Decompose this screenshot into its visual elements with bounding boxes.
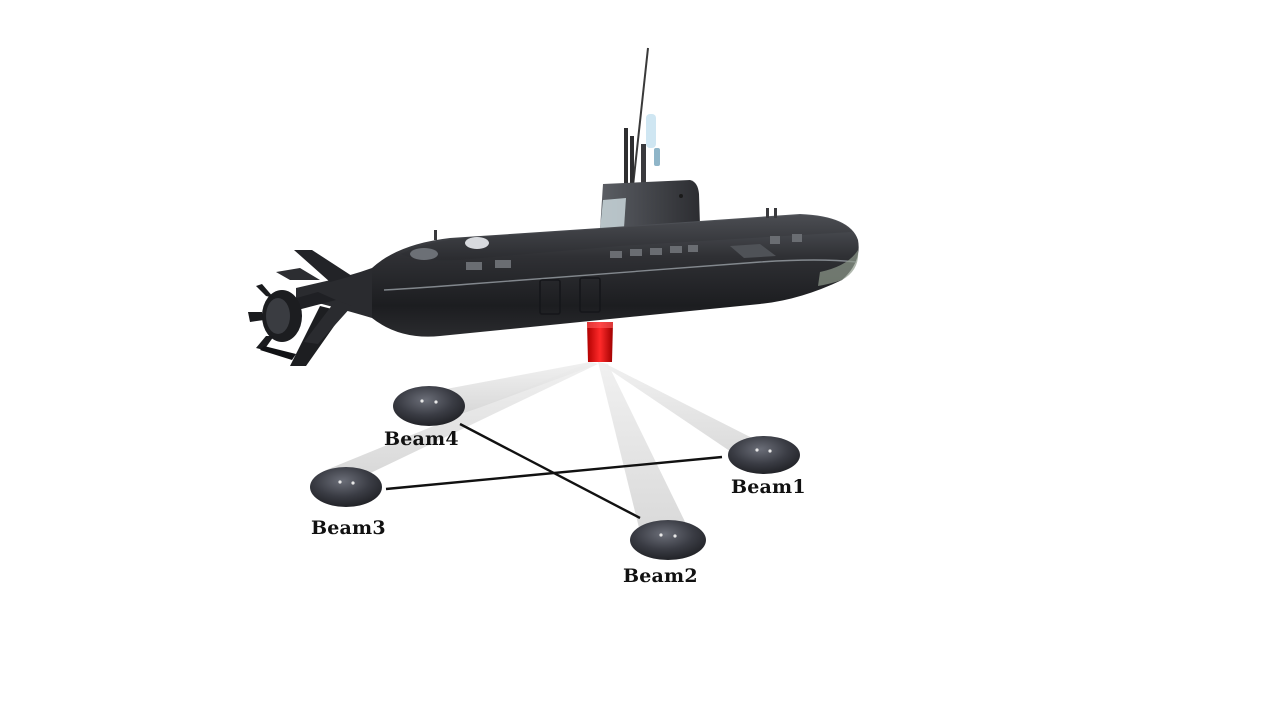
- beam1-footprint: [728, 436, 800, 474]
- connector-line-beam4-beam2: [460, 424, 640, 518]
- beam2-label: Beam2: [623, 565, 698, 587]
- beam2-footprint: [630, 520, 706, 560]
- beam-cones: [326, 362, 764, 540]
- dvl-transducer: [587, 322, 613, 362]
- beam4-label: Beam4: [384, 428, 459, 450]
- beam3-footprint: [310, 467, 382, 507]
- submarine: [248, 48, 859, 366]
- beam-cone-3: [326, 362, 598, 478]
- submarine-propeller: [248, 284, 302, 360]
- submarine-periscope: [646, 114, 656, 148]
- beam4-footprint: [393, 386, 465, 426]
- beam1-label: Beam1: [731, 476, 806, 498]
- beam3-label: Beam3: [311, 517, 386, 539]
